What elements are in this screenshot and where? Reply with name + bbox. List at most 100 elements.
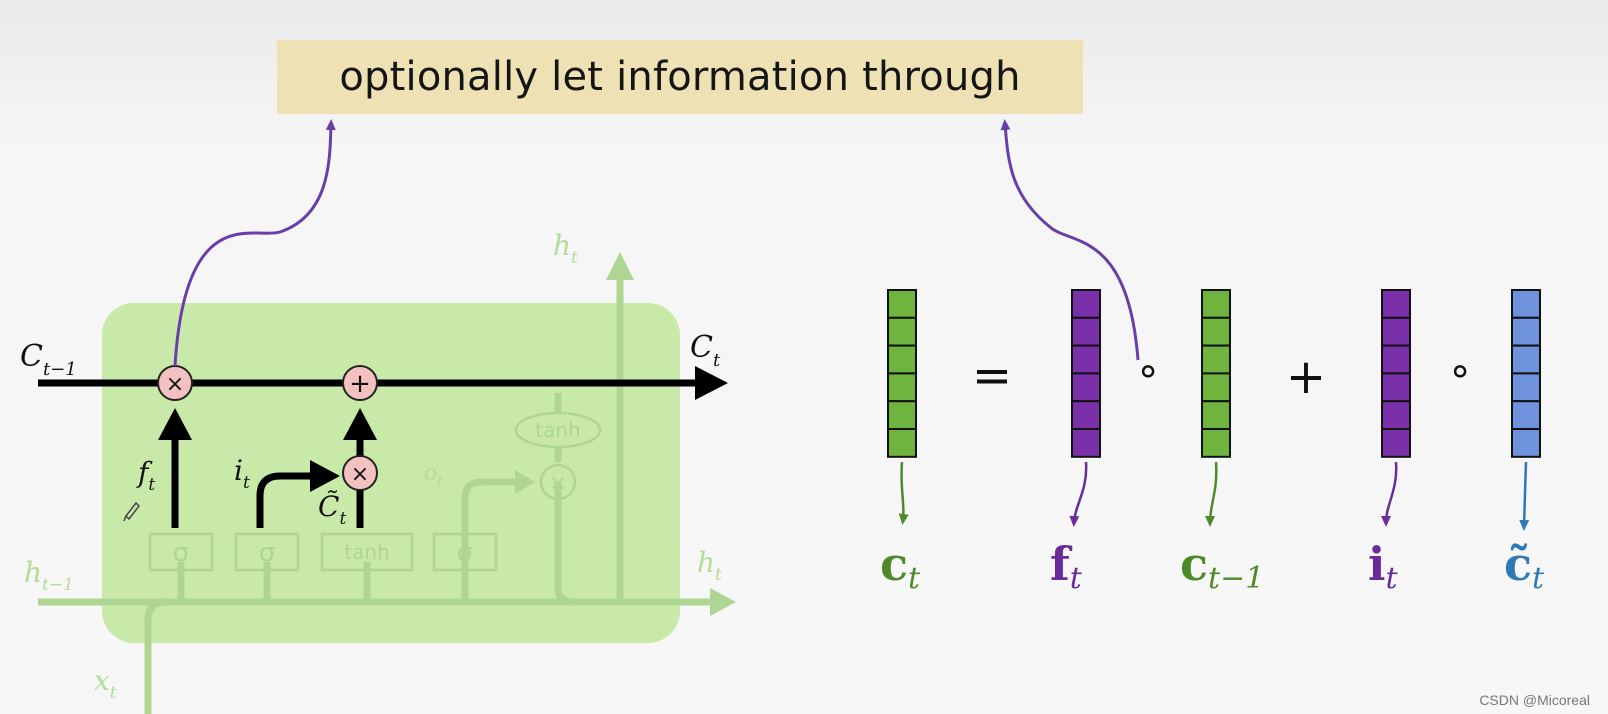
input-line xyxy=(256,472,318,528)
forget-arrowhead xyxy=(158,408,192,440)
vector-cell xyxy=(887,372,917,403)
vector-cell xyxy=(1201,400,1231,431)
add-symbol: + xyxy=(349,369,371,399)
equation: = ∘ + ∘ ct ft ct−1 it c̃t xyxy=(880,289,1545,596)
vector-cell xyxy=(1201,289,1231,319)
vector-cell xyxy=(1381,428,1411,458)
vector-cell xyxy=(1201,428,1231,458)
ctilde-label: C̃t xyxy=(318,490,346,529)
output-mult-symbol: × xyxy=(549,471,567,496)
c-prev-symbol: ct−1 xyxy=(1180,537,1264,596)
h-top-label: ht xyxy=(553,229,578,268)
add-arrowhead xyxy=(343,408,377,440)
add-circle xyxy=(342,365,378,401)
title-banner: optionally let information through xyxy=(277,40,1083,114)
forget-sigma: σ xyxy=(173,538,189,568)
vector-i-t xyxy=(1381,289,1411,458)
input-arrowhead xyxy=(310,460,340,492)
input-sigma: σ xyxy=(259,538,275,568)
vector-cell xyxy=(1201,344,1231,375)
output-gate-box xyxy=(432,532,498,572)
vector-cell xyxy=(1381,400,1411,431)
cell-background xyxy=(102,303,680,643)
vector-cell xyxy=(1511,344,1541,375)
vector-cell xyxy=(887,344,917,375)
title-text: optionally let information through xyxy=(339,54,1021,100)
vector-cell xyxy=(1071,400,1101,431)
equals-sign: = xyxy=(972,348,1012,404)
vector-cell xyxy=(1071,428,1101,458)
forget-gate-box xyxy=(148,532,214,572)
ctilde-arrow xyxy=(1519,461,1530,531)
right-pointer-arrow xyxy=(1000,119,1140,361)
c-t-arrow xyxy=(898,461,909,525)
gate-boxes xyxy=(148,411,602,572)
vector-f-t xyxy=(1071,289,1101,458)
cell-state-arrowhead xyxy=(695,366,728,400)
vector-cell xyxy=(1511,289,1541,319)
x-in-label: xt xyxy=(94,664,117,703)
c-prev-label: Ct−1 xyxy=(20,339,77,380)
vector-cell xyxy=(1511,428,1541,458)
f-t-symbol: ft xyxy=(1050,537,1083,596)
vector-cell xyxy=(1381,289,1411,319)
hadamard-2: ∘ xyxy=(1447,348,1472,394)
vector-cell xyxy=(1511,372,1541,403)
vector-cell xyxy=(887,400,917,431)
vector-cell xyxy=(1071,289,1101,319)
output-mult-circle xyxy=(539,463,577,501)
watermark: CSDN @Micoreal xyxy=(1479,692,1590,708)
output-sigma: σ xyxy=(457,538,473,568)
faded-labels: ht ht ht−1 xt ot xyxy=(24,229,722,703)
pencil-icon xyxy=(123,501,140,522)
tanh-label-2: tanh xyxy=(535,418,580,442)
vector-cell xyxy=(1511,316,1541,347)
op-symbols: × + × xyxy=(166,369,371,487)
vector-cell xyxy=(887,316,917,347)
vectors xyxy=(887,289,1541,458)
vector-c-t xyxy=(887,289,917,458)
vector-cell xyxy=(887,428,917,458)
o-label: ot xyxy=(424,461,443,490)
vector-cell xyxy=(1201,372,1231,403)
equation-operators: = ∘ + ∘ xyxy=(972,348,1473,405)
plus-sign: + xyxy=(1286,349,1326,405)
vector-cell xyxy=(1071,372,1101,403)
h-right-arrowhead xyxy=(710,588,736,616)
input-mult-circle xyxy=(342,455,378,491)
o-arrowhead xyxy=(515,470,535,494)
c-t-symbol: ct xyxy=(880,537,921,596)
input-mult-symbol: × xyxy=(351,462,369,487)
i-t-symbol: it xyxy=(1368,537,1398,596)
tanh-ellipse xyxy=(514,411,602,449)
tanh-gate-box xyxy=(320,532,414,572)
lstm-cell-diagram: σ σ tanh σ tanh × ht ht ht−1 xt ot xyxy=(20,229,736,714)
vector-ctilde xyxy=(1511,289,1541,458)
vector-cell xyxy=(1381,344,1411,375)
c-prev-arrow xyxy=(1205,461,1218,527)
vector-cell xyxy=(1381,316,1411,347)
left-pointer-arrow xyxy=(173,119,336,367)
i-label: it xyxy=(234,454,250,493)
ctilde-symbol: c̃t xyxy=(1504,537,1545,596)
i-t-arrow xyxy=(1381,461,1398,527)
op-circles xyxy=(157,365,378,491)
h-right-label: ht xyxy=(697,546,722,585)
h-prev-label: ht−1 xyxy=(24,556,74,595)
vector-cell xyxy=(1071,316,1101,347)
vector-cell xyxy=(1511,400,1541,431)
faded-wiring xyxy=(38,280,720,714)
vector-c-prev xyxy=(1201,289,1231,458)
vector-cell xyxy=(1381,372,1411,403)
vector-cell xyxy=(887,289,917,319)
tanh-label: tanh xyxy=(344,540,389,564)
forget-mult-symbol: × xyxy=(166,372,184,397)
hadamard-1: ∘ xyxy=(1135,348,1160,394)
f-t-arrow xyxy=(1069,461,1088,527)
equation-labels: ct ft ct−1 it c̃t xyxy=(880,537,1545,596)
vector-arrows xyxy=(898,461,1530,531)
c-next-label: Ct xyxy=(690,330,721,371)
vector-cell xyxy=(1201,316,1231,347)
h-top-arrowhead xyxy=(606,252,634,280)
input-gate-box xyxy=(234,532,300,572)
